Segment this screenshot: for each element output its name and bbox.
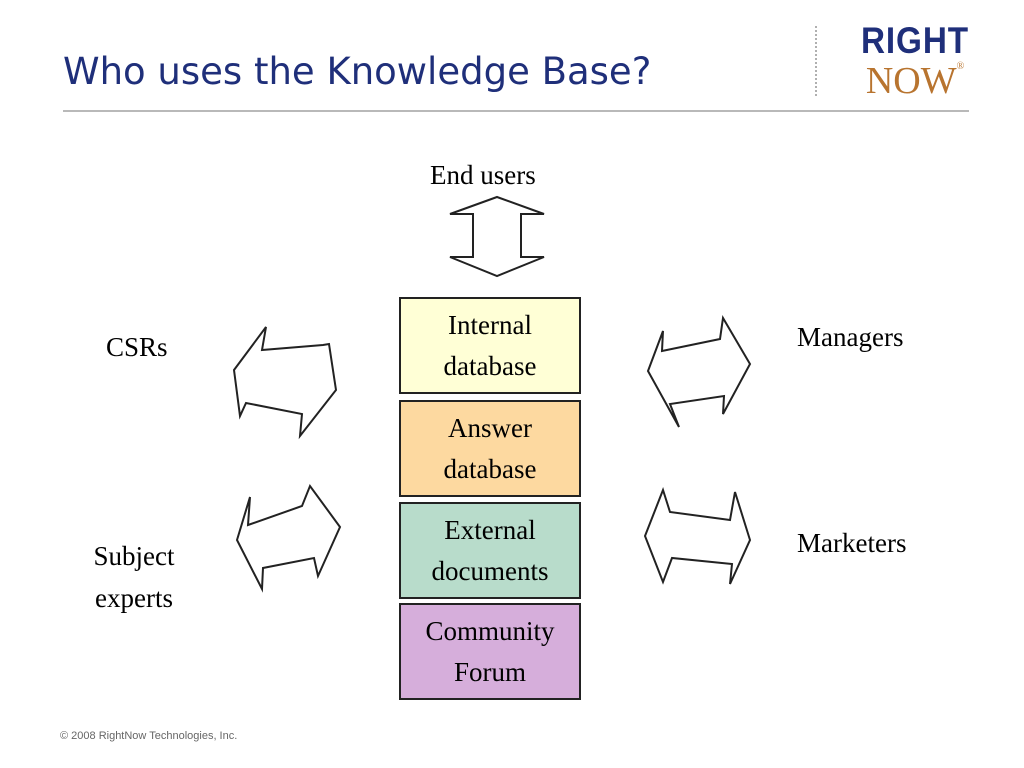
label-subject-experts: Subject experts (78, 535, 190, 619)
label-subject-experts-line1: Subject (93, 541, 175, 571)
logo-right-text: RIGHT (860, 20, 970, 61)
kb-community-forum-line2: Forum (453, 656, 526, 687)
label-end-users: End users (430, 160, 536, 190)
kb-community-forum-line1: Community (425, 615, 555, 646)
label-managers: Managers (797, 322, 904, 352)
kb-internal-database-line1: Internal (448, 309, 532, 340)
kb-answer-database-line1: Answer (448, 412, 532, 443)
rightnow-logo: RIGHT NOW® (850, 22, 980, 100)
title-divider (63, 110, 969, 112)
copyright-notice: © 2008 RightNow Technologies, Inc. (60, 730, 238, 742)
arrow-managers (646, 315, 752, 428)
kb-answer-database: Answer database (399, 400, 581, 497)
kb-answer-database-line2: database (443, 453, 537, 484)
label-marketers: Marketers (797, 528, 907, 558)
arrow-subject-experts (235, 483, 342, 593)
logo-divider (815, 26, 817, 96)
label-csrs: CSRs (106, 332, 168, 362)
arrow-csrs (232, 326, 338, 440)
arrow-end-users (449, 195, 545, 278)
kb-external-documents-line1: External (444, 514, 536, 545)
kb-external-documents: External documents (399, 502, 581, 599)
logo-now-word: NOW (865, 60, 957, 102)
label-subject-experts-line2: experts (95, 583, 173, 613)
logo-now-text: NOW® (850, 60, 980, 102)
slide-title: Who uses the Knowledge Base? (63, 50, 652, 93)
logo-registered-mark: ® (956, 61, 965, 72)
kb-internal-database-line2: database (443, 350, 537, 381)
arrow-marketers (643, 487, 752, 585)
kb-external-documents-line2: documents (431, 555, 549, 586)
kb-community-forum: Community Forum (399, 603, 581, 700)
kb-internal-database: Internal database (399, 297, 581, 394)
